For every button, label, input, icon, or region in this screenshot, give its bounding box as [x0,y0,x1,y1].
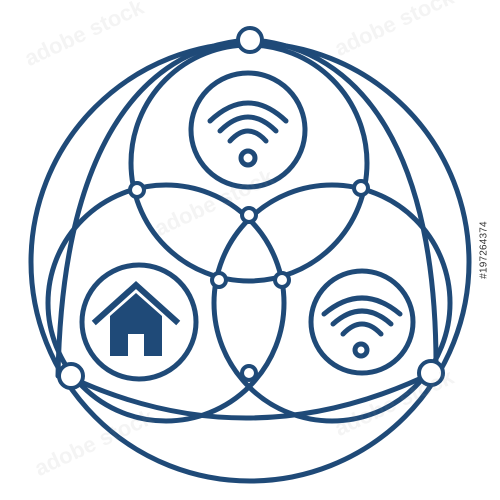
wifi-icon [321,295,403,359]
node-upper-left [128,181,146,199]
stock-id-text: #197264374 [478,221,490,279]
node-top [236,26,264,54]
home-icon [91,280,181,356]
node-center-left [210,271,228,289]
node-left [57,362,85,390]
connector-arc-left [55,37,251,379]
connector-arc-right [249,37,439,377]
node-center-right [273,271,291,289]
node-upper-right [352,179,370,197]
node-center-bottom [240,364,258,382]
wifi-icon [207,100,289,168]
node-right [417,359,445,387]
venn-circle-right [211,182,453,424]
venn-circle-left [45,182,287,424]
node-center-top [240,206,258,224]
connector-arc-bottom [69,371,433,421]
